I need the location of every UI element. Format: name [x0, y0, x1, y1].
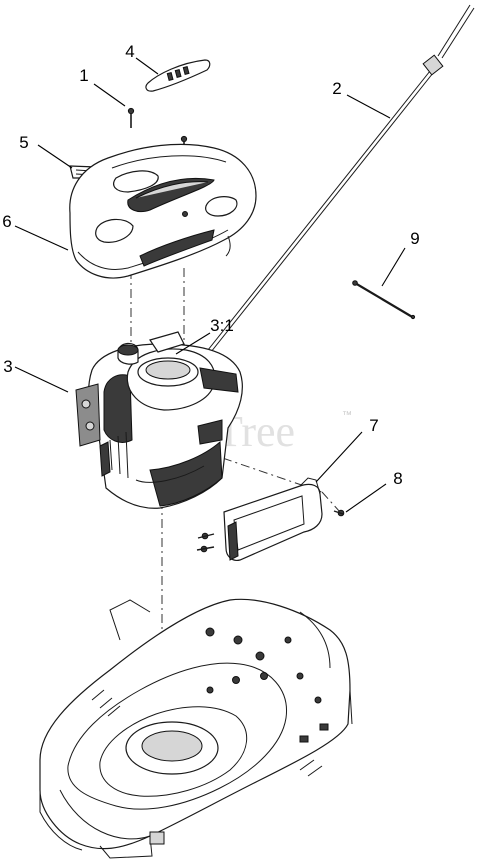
mower-deck	[39, 598, 353, 859]
part-6-engine-cover	[69, 143, 257, 279]
callout-8: 8	[393, 469, 402, 488]
callout-3: 3	[3, 357, 12, 376]
part-3-engine	[75, 331, 243, 509]
callout-4: 4	[125, 42, 134, 61]
callout-1: 1	[79, 66, 88, 85]
part-7-shield	[223, 477, 323, 561]
part-9-rod	[352, 280, 416, 320]
trademark-mark: ™	[342, 410, 352, 421]
callout-9: 9	[410, 229, 419, 248]
leader-lines	[14, 57, 406, 513]
callout-2: 2	[332, 79, 341, 98]
callout-5: 5	[19, 133, 28, 152]
control-cable	[199, 4, 475, 363]
callout-7: 7	[369, 416, 378, 435]
part-4-decal	[145, 59, 211, 92]
part-8-screws	[196, 509, 345, 553]
callout-3-1: 3:1	[210, 316, 234, 335]
callout-6: 6	[2, 212, 11, 231]
